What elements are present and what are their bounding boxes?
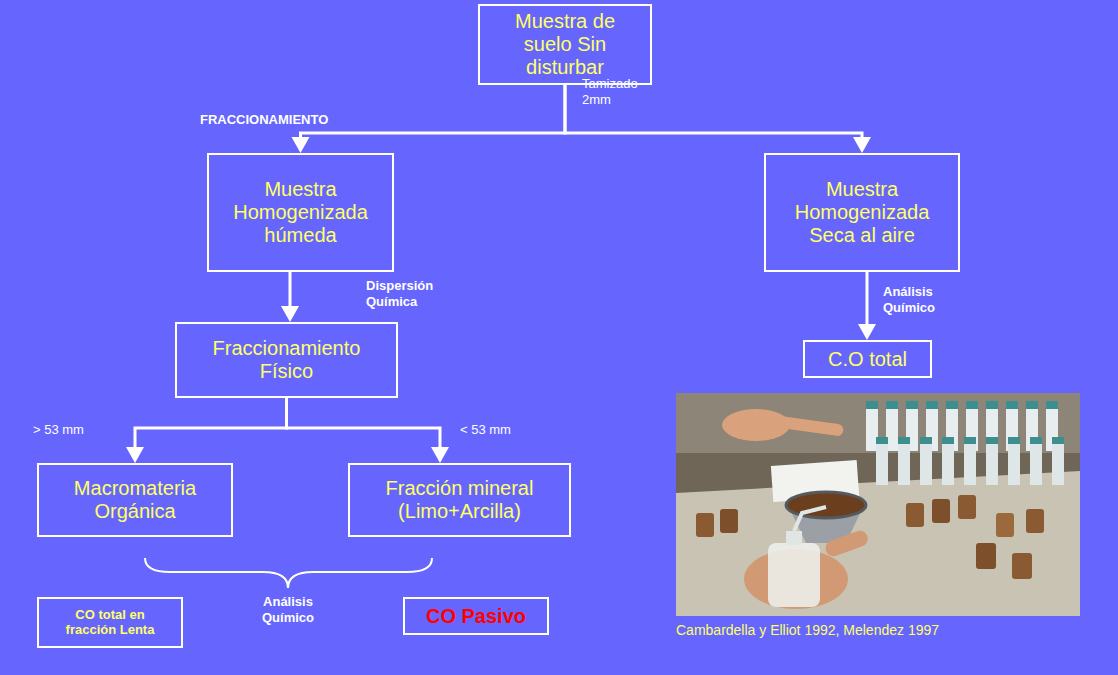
note-label: FRACCIONAMIENTO <box>200 112 380 128</box>
flow-arrow <box>565 85 871 153</box>
arrow-line <box>301 85 566 139</box>
arrow-head <box>292 137 310 153</box>
illustration-part <box>696 513 714 537</box>
illustration-part <box>926 401 938 409</box>
illustration-part <box>1052 441 1064 485</box>
illustration-part <box>876 441 888 485</box>
flow-arrow <box>858 272 876 340</box>
illustration-part <box>906 503 924 527</box>
lab-photo <box>676 393 1080 616</box>
illustration-part <box>676 393 677 394</box>
flow-arrow <box>281 272 299 322</box>
photo-ground <box>676 393 1080 616</box>
illustration-part <box>768 543 820 607</box>
illustration-part <box>1052 437 1064 444</box>
arrow-head <box>858 324 876 340</box>
note-label: Análisis Químico <box>248 594 328 625</box>
node-text: Muestra de suelo Sin disturbar <box>490 10 640 79</box>
illustration-part <box>1008 441 1020 485</box>
illustration-part <box>794 507 826 531</box>
illustration-part <box>1006 401 1018 409</box>
node-text: Fraccionamiento Físico <box>187 337 386 383</box>
illustration-part <box>866 401 878 409</box>
illustration-part <box>986 401 998 409</box>
hands <box>722 409 870 609</box>
illustration-part <box>786 492 866 518</box>
illustration-part <box>986 437 998 444</box>
process-box: Fraccionamiento Físico <box>175 322 398 398</box>
arrow-head <box>281 306 299 322</box>
node-text: Muestra Homogenizada Seca al aire <box>776 178 948 247</box>
illustration-part <box>1026 509 1044 533</box>
node-text: Fracción mineral (Limo+Arcilla) <box>360 477 559 523</box>
illustration-part <box>966 401 978 409</box>
note-label: < 53 mm <box>460 422 550 438</box>
node-text: CO Pasivo <box>426 605 526 628</box>
flow-arrow <box>292 85 566 153</box>
arrow-line <box>289 272 292 308</box>
edge-label: Dispersión Química <box>366 278 456 309</box>
process-box: Muestra Homogenizada húmeda <box>207 153 394 272</box>
source-caption: Cambardella y Elliot 1992, Melendez 1997 <box>676 622 1096 639</box>
illustration-part <box>906 401 918 409</box>
illustration-part <box>996 513 1014 537</box>
fraction-box: Fracción mineral (Limo+Arcilla) <box>348 463 571 537</box>
illustration-part <box>932 499 950 523</box>
illustration-part <box>886 401 898 409</box>
illustration-part <box>1046 401 1058 409</box>
illustration-part <box>1030 441 1042 485</box>
result-box: CO Pasivo <box>403 597 549 635</box>
flow-arrow <box>287 398 450 463</box>
node-text: Muestra Homogenizada húmeda <box>219 178 382 247</box>
process-box: Muestra Homogenizada Seca al aire <box>764 153 960 272</box>
illustration-part <box>1012 553 1032 579</box>
illustration-part <box>976 543 996 569</box>
illustration-part <box>920 441 932 485</box>
photo-wall <box>676 393 1080 453</box>
arrow-line <box>287 398 441 449</box>
fraction-box: Macromateria Orgánica <box>37 463 233 537</box>
flow-arrow <box>126 398 287 463</box>
illustration-part <box>958 495 976 519</box>
illustration-part <box>942 441 954 485</box>
sample-box: Muestra de suelo Sin disturbar <box>478 4 652 85</box>
illustration-part <box>942 437 954 444</box>
illustration-part <box>773 415 844 437</box>
illustration-part <box>876 437 888 444</box>
illustration-part <box>946 401 958 409</box>
edge-label: Análisis Químico <box>883 284 973 315</box>
illustration-part <box>1008 437 1020 444</box>
node-text: C.O total <box>828 348 907 371</box>
illustration-part <box>786 531 802 545</box>
illustration-part <box>898 437 910 444</box>
illustration-part <box>964 441 976 485</box>
arrow-head <box>853 137 871 153</box>
illustration-part <box>786 492 866 518</box>
illustration-part <box>986 441 998 485</box>
illustration-part <box>1026 401 1038 409</box>
note-label: Tamizado 2mm <box>582 76 646 107</box>
illustration-part <box>964 437 976 444</box>
soil-vials <box>696 495 1044 579</box>
result-box: C.O total <box>803 340 932 378</box>
illustration-part <box>823 528 870 558</box>
arrow-line <box>135 398 287 449</box>
illustration-part <box>1030 437 1042 444</box>
arrow-head <box>126 447 144 463</box>
curly-bracket <box>145 558 432 588</box>
wash-bottle <box>768 507 826 607</box>
illustration-part <box>920 437 932 444</box>
illustration-part <box>720 509 738 533</box>
arrow-head <box>431 447 449 463</box>
result-box: CO total en fracción Lenta <box>37 597 183 648</box>
node-text: CO total en fracción Lenta <box>49 608 171 638</box>
note-label: > 53 mm <box>33 422 123 438</box>
tube-rack <box>676 393 1064 485</box>
illustration-part <box>898 441 910 485</box>
node-text: Macromateria Orgánica <box>49 477 221 523</box>
lab-bench <box>676 471 1080 616</box>
arrow-line <box>866 272 869 326</box>
